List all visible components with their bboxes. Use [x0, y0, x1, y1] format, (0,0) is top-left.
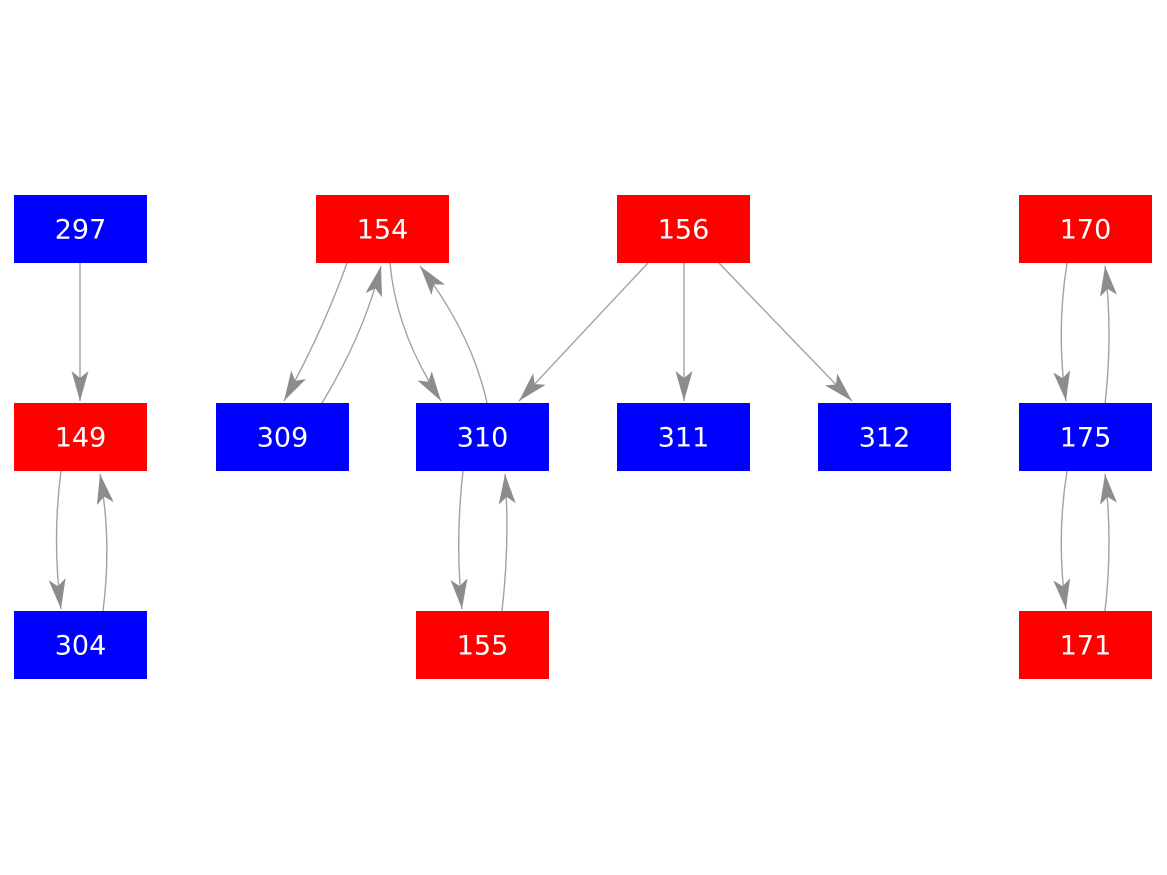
node-170: 170: [1019, 195, 1152, 263]
edge-layer: [48, 262, 1117, 612]
node-box-297: [14, 195, 147, 263]
node-box-170: [1019, 195, 1152, 263]
edge-310-154: [419, 265, 488, 404]
node-label-310: 310: [457, 423, 509, 454]
node-layer: 297 154 156 170 149 309 310 311 312 175 304 155 171: [14, 195, 1152, 679]
node-154: 154: [316, 195, 449, 263]
edge-304-149: [96, 473, 114, 612]
node-156: 156: [617, 195, 750, 263]
edge-171-175: [1100, 473, 1117, 612]
node-175: 175: [1019, 403, 1152, 471]
edge-154-310: [389, 262, 442, 402]
node-171: 171: [1019, 611, 1152, 679]
node-label-175: 175: [1060, 423, 1112, 454]
node-box-156: [617, 195, 750, 263]
edge-170-175: [1053, 262, 1071, 402]
node-310: 310: [416, 403, 549, 471]
node-label-297: 297: [55, 215, 107, 246]
edge-156-310: [518, 262, 649, 402]
edge-309-154: [321, 265, 382, 404]
node-label-311: 311: [658, 423, 710, 454]
node-label-171: 171: [1060, 631, 1112, 662]
node-box-149: [14, 403, 147, 471]
node-box-304: [14, 611, 147, 679]
node-label-154: 154: [357, 215, 409, 246]
node-155: 155: [416, 611, 549, 679]
edge-154-309: [283, 262, 348, 402]
node-label-309: 309: [257, 423, 309, 454]
edge-175-171: [1053, 470, 1071, 610]
edge-175-170: [1100, 265, 1117, 405]
node-label-312: 312: [859, 423, 911, 454]
node-311: 311: [617, 403, 750, 471]
node-box-311: [617, 403, 750, 471]
node-box-154: [316, 195, 449, 263]
node-309: 309: [216, 403, 349, 471]
node-label-170: 170: [1060, 215, 1112, 246]
node-box-310: [416, 403, 549, 471]
edge-155-310: [498, 473, 516, 612]
node-box-309: [216, 403, 349, 471]
edge-149-304: [48, 470, 66, 610]
node-304: 304: [14, 611, 147, 679]
node-label-155: 155: [457, 631, 509, 662]
edge-310-155: [450, 470, 468, 610]
node-box-155: [416, 611, 549, 679]
node-label-156: 156: [658, 215, 710, 246]
edge-156-312: [718, 262, 853, 402]
node-box-312: [818, 403, 951, 471]
node-149: 149: [14, 403, 147, 471]
node-297: 297: [14, 195, 147, 263]
node-312: 312: [818, 403, 951, 471]
node-label-304: 304: [55, 631, 107, 662]
node-box-175: [1019, 403, 1152, 471]
node-label-149: 149: [55, 423, 107, 454]
node-box-171: [1019, 611, 1152, 679]
